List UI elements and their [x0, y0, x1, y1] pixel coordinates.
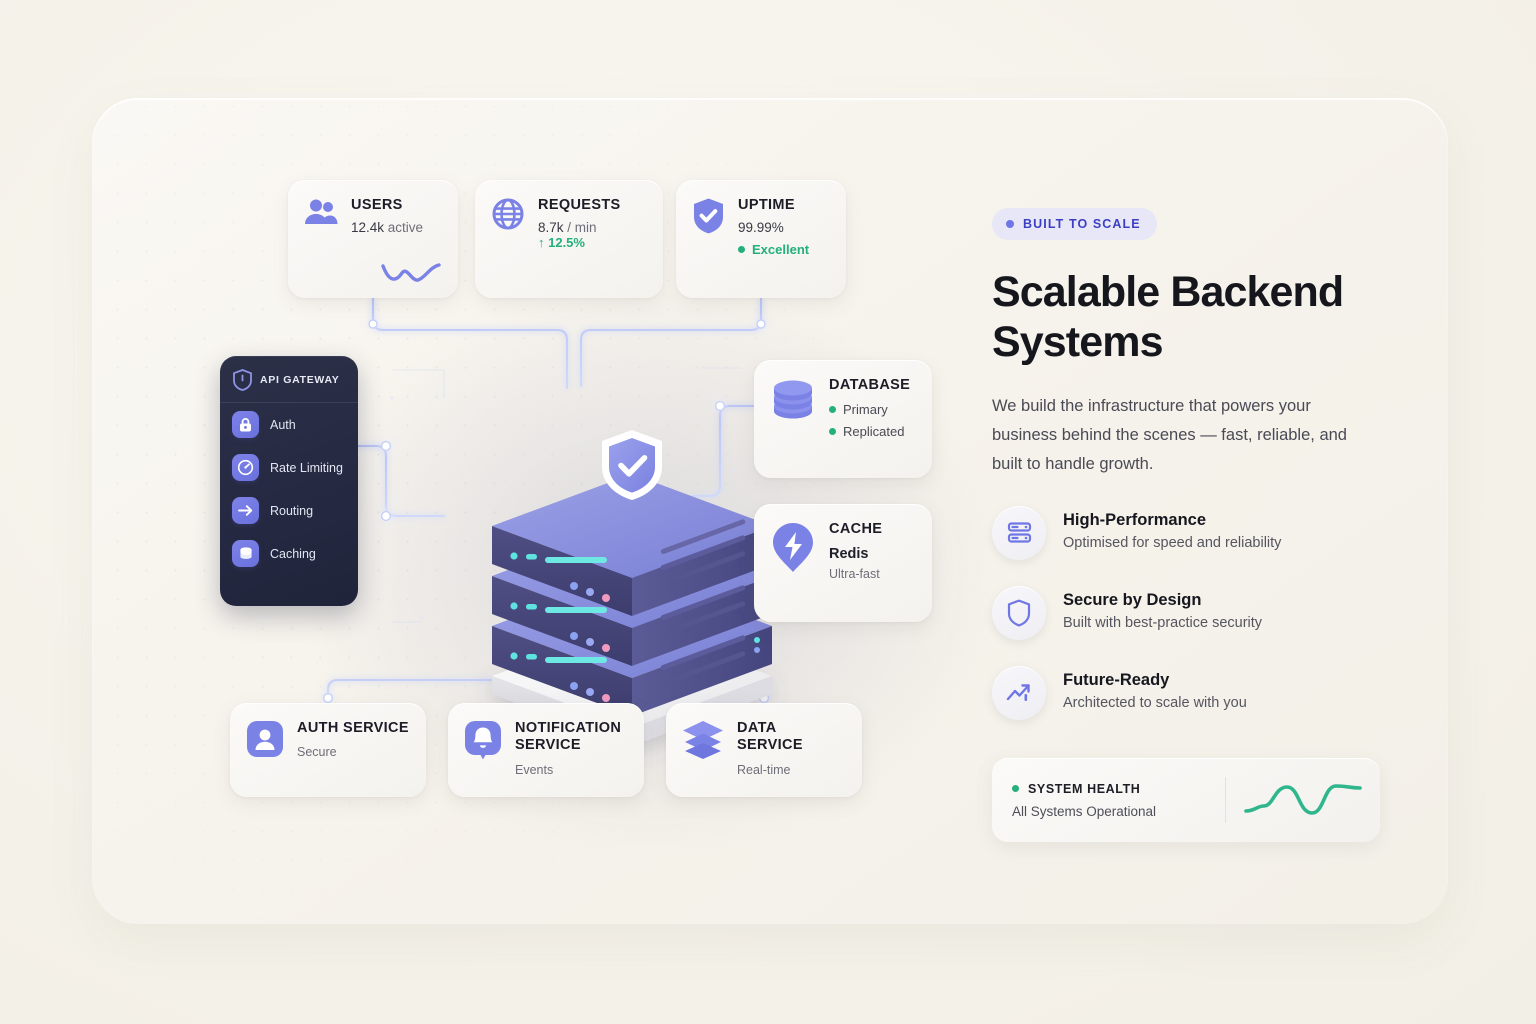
node-title: CACHE — [829, 521, 883, 537]
service-title: DATA SERVICE — [737, 720, 803, 754]
feature-subtitle: Architected to scale with you — [1063, 694, 1247, 711]
api-gateway-panel[interactable]: API GATEWAY Auth — [220, 356, 358, 606]
node-value: Redis — [829, 546, 869, 563]
gateway-item-label: Rate Limiting — [270, 460, 343, 475]
server-stack-3d — [452, 428, 812, 758]
status-dot — [829, 428, 836, 436]
status-dot — [829, 406, 836, 414]
stat-card-users[interactable]: USERS 12.4k active — [288, 180, 458, 298]
stat-value: 99.99% — [738, 220, 784, 236]
shield-icon — [233, 369, 252, 391]
feature-future-ready: Future-Ready Architected to scale with y… — [992, 665, 1392, 720]
gateway-item-routing[interactable]: Routing — [220, 489, 358, 532]
health-sparkline — [1226, 777, 1380, 823]
server-rack-icon — [992, 505, 1046, 560]
node-card-cache[interactable]: CACHE Redis Ultra-fast — [754, 504, 932, 622]
shield-check-icon — [692, 197, 725, 234]
gateway-item-label: Caching — [270, 546, 316, 561]
bolt-pin-icon — [770, 521, 816, 573]
node-title: DATABASE — [829, 377, 911, 393]
gateway-item-label: Routing — [270, 503, 314, 518]
stat-card-uptime[interactable]: UPTIME 99.99% Excellent — [676, 180, 846, 298]
health-subtitle: All Systems Operational — [1012, 803, 1157, 819]
arrow-right-icon — [232, 497, 259, 524]
service-meta: Real-time — [737, 762, 791, 777]
node-meta: Ultra-fast — [829, 567, 880, 582]
system-health-card[interactable]: SYSTEM HEALTH All Systems Operational — [992, 758, 1380, 842]
bell-icon — [464, 720, 502, 760]
users-sparkline — [381, 263, 441, 282]
status-dot — [738, 246, 745, 254]
service-title: NOTIFICATION SERVICE — [515, 720, 622, 754]
feature-title: High-Performance — [1063, 510, 1207, 529]
lock-icon — [232, 411, 259, 438]
service-card-data[interactable]: DATA SERVICE Real-time — [666, 703, 862, 797]
service-card-auth[interactable]: AUTH SERVICE Secure — [230, 703, 426, 797]
health-divider — [1225, 777, 1226, 823]
stat-title: USERS — [351, 197, 403, 213]
database-stack-icon — [770, 377, 816, 429]
database-icon — [232, 540, 259, 567]
gateway-item-label: Auth — [270, 417, 296, 432]
badge-dot — [1006, 220, 1014, 228]
stat-card-requests[interactable]: REQUESTS 8.7k / min ↑ 12.5% — [475, 180, 663, 298]
feature-secure-by-design: Secure by Design Built with best-practic… — [992, 585, 1392, 640]
feature-title: Secure by Design — [1063, 590, 1202, 609]
api-gateway-title: API GATEWAY — [260, 373, 340, 386]
service-title: AUTH SERVICE — [297, 720, 409, 736]
feature-subtitle: Built with best-practice security — [1063, 614, 1263, 631]
badge-built-to-scale: BUILT TO SCALE — [992, 208, 1157, 240]
stat-status: Excellent — [738, 242, 809, 257]
badge-label: BUILT TO SCALE — [1023, 217, 1141, 231]
marketing-column: BUILT TO SCALE Scalable Backend Systems … — [992, 208, 1392, 720]
node-card-database[interactable]: DATABASE Primary Replicated — [754, 360, 932, 478]
feature-title: Future-Ready — [1063, 670, 1170, 689]
node-status: Replicated — [829, 424, 910, 439]
gateway-item-auth[interactable]: Auth — [220, 403, 358, 446]
service-meta: Secure — [297, 745, 337, 760]
health-status-dot — [1012, 785, 1019, 792]
stat-title: UPTIME — [738, 197, 795, 213]
service-card-notification[interactable]: NOTIFICATION SERVICE Events — [448, 703, 644, 797]
stat-value: 8.7k / min — [538, 220, 597, 236]
user-badge-icon — [246, 720, 284, 758]
gauge-icon — [232, 454, 259, 481]
stat-delta: ↑ 12.5% — [538, 235, 585, 251]
feature-high-performance: High-Performance Optimised for speed and… — [992, 505, 1392, 560]
shield-check-badge — [602, 430, 662, 500]
users-icon — [304, 197, 338, 227]
gateway-item-rate-limiting[interactable]: Rate Limiting — [220, 446, 358, 489]
globe-icon — [491, 197, 525, 231]
feature-subtitle: Optimised for speed and reliability — [1063, 534, 1282, 551]
gateway-item-caching[interactable]: Caching — [220, 532, 358, 575]
layers-icon — [682, 720, 724, 760]
stat-title: REQUESTS — [538, 197, 621, 213]
node-status: Primary — [829, 402, 910, 417]
page-description: We build the infrastructure that powers … — [992, 396, 1347, 474]
main-panel: USERS 12.4k active — [92, 98, 1448, 924]
service-meta: Events — [515, 762, 554, 777]
api-gateway-header: API GATEWAY — [220, 356, 358, 403]
shield-outline-icon — [992, 585, 1046, 640]
stat-value: 12.4k active — [351, 220, 424, 236]
health-title: SYSTEM HEALTH — [1028, 781, 1141, 796]
trending-up-icon — [992, 665, 1046, 720]
page-title: Scalable Backend Systems — [992, 268, 1344, 366]
